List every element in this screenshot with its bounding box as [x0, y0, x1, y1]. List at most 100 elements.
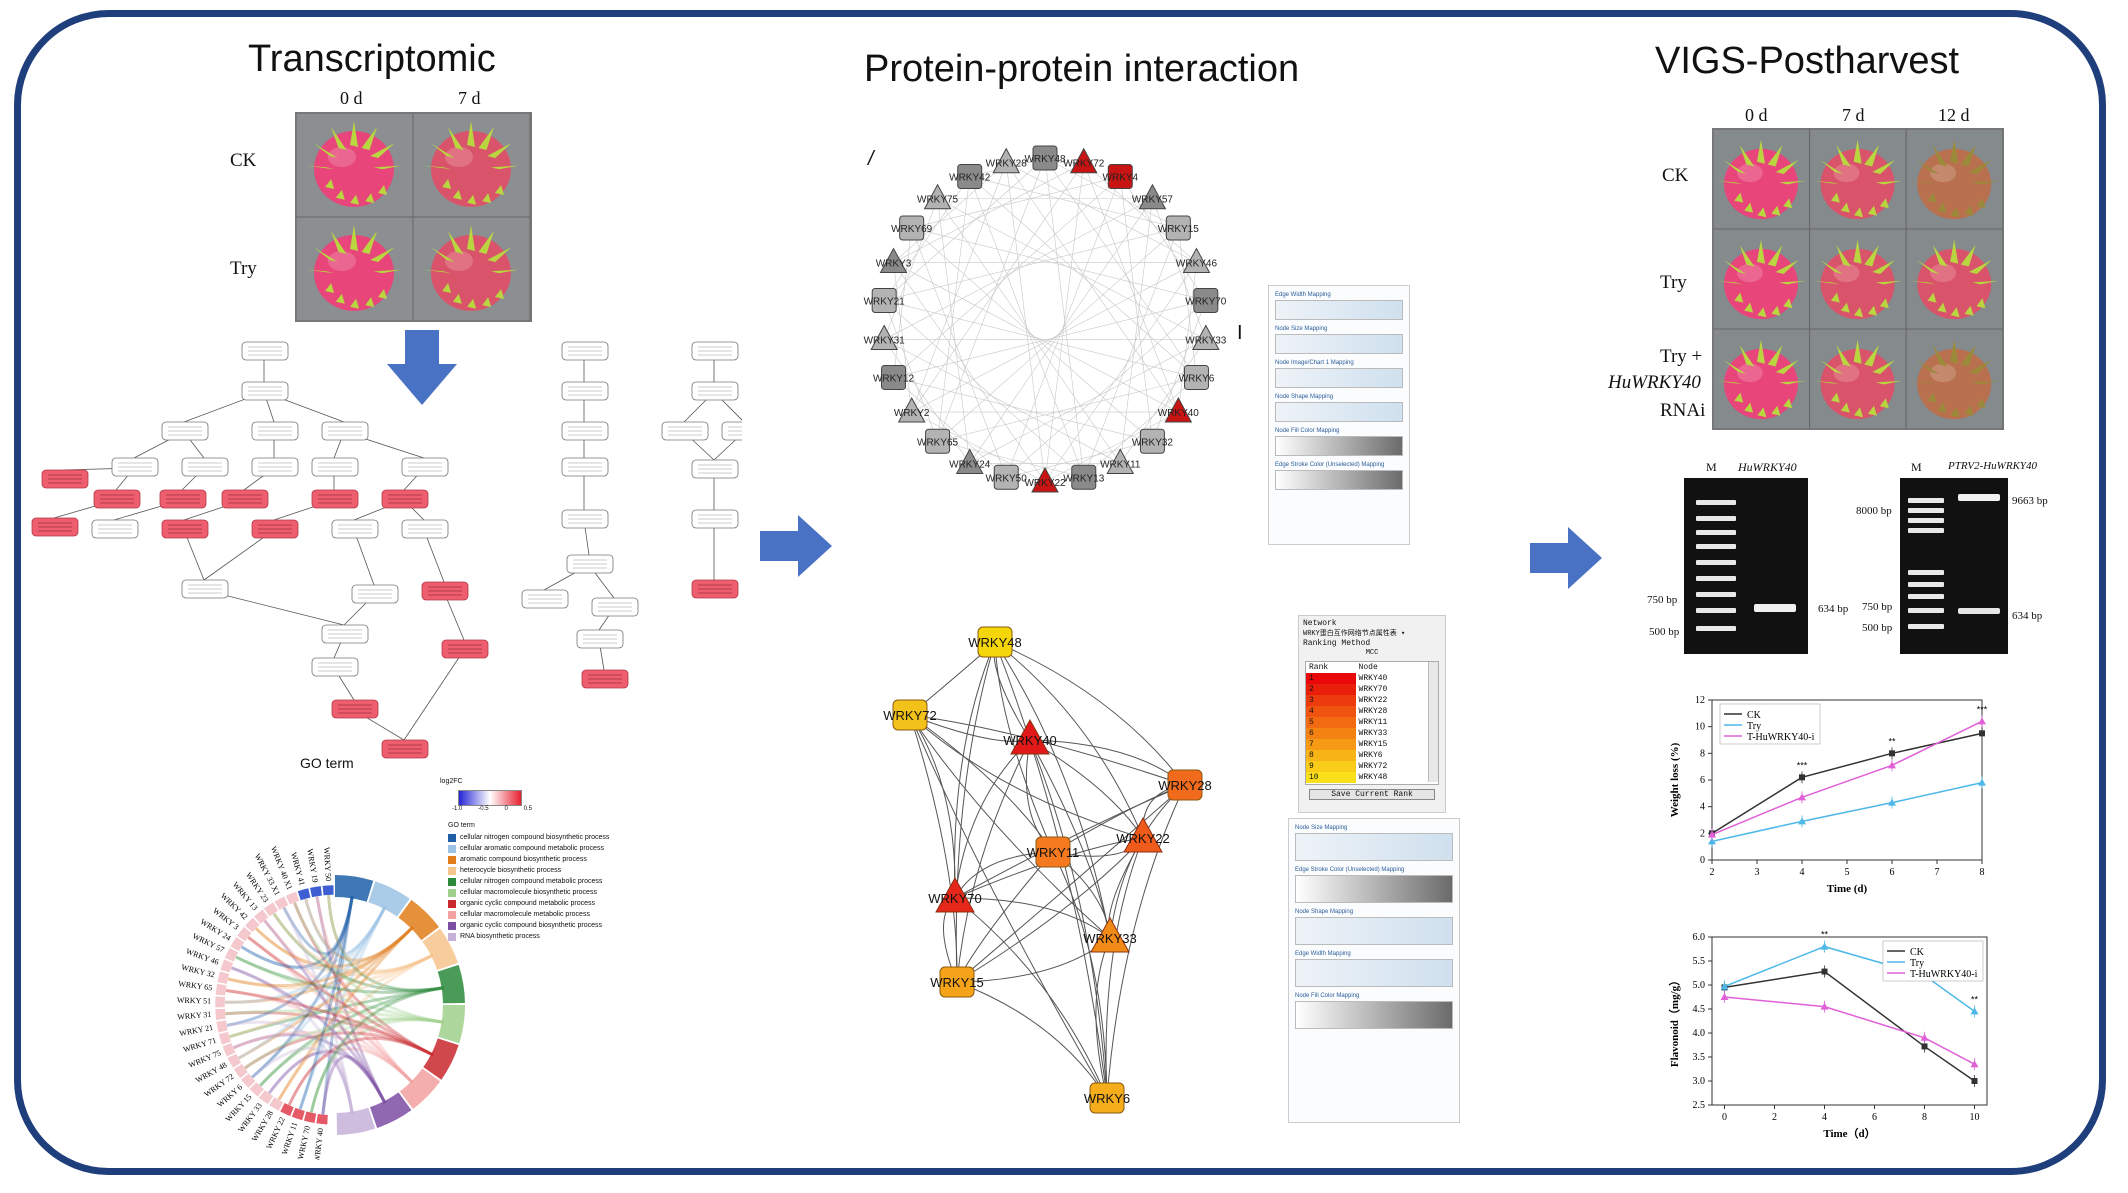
rank-cell: 10: [1306, 772, 1356, 783]
chord-term-segment: [423, 1038, 459, 1080]
legend-box: [1719, 703, 1821, 745]
gel-image: [1900, 478, 2008, 654]
save-current-rank-button[interactable]: Save Current Rank: [1309, 789, 1435, 800]
ppi-node-label: WRKY24: [949, 459, 991, 470]
ppi-edge: [1178, 262, 1197, 413]
ppi-edge: [911, 411, 1046, 483]
ppi-node-label: WRKY32: [1132, 437, 1174, 448]
ppi-hub-node: [1090, 916, 1130, 953]
right-arrow-icon: [1530, 527, 1602, 589]
chord-ribbon: [321, 1055, 387, 1115]
ppi-hub-node: [892, 699, 928, 731]
mapping-section: Node Size Mapping: [1275, 326, 1403, 354]
mapping-label: Node Fill Color Mapping: [1275, 428, 1340, 434]
ppi-node: [1071, 464, 1097, 490]
mapping-section: Node Shape Mapping: [1275, 394, 1403, 422]
ppi-node: [1031, 466, 1059, 493]
legend-swatch: [448, 833, 456, 842]
right-arrow-icon: [760, 515, 832, 577]
series-line-t-huwrky40-i: [1724, 996, 1975, 1065]
ppi-hub-node: [1035, 836, 1071, 868]
chord-gene-segment: [224, 947, 239, 963]
chord-ribbon: [227, 953, 434, 990]
ranking-method-label: Ranking Method: [1303, 639, 1371, 648]
ppi-edge: [1006, 440, 1153, 478]
chord-term-segment: [369, 1092, 412, 1128]
ranking-scrollbar[interactable]: [1428, 662, 1438, 782]
legend-swatch: [448, 910, 456, 919]
chord-ribbon: [309, 986, 444, 1113]
y-tick-label: 8: [1700, 748, 1705, 759]
ppi-edge: [1044, 157, 1179, 229]
chord-ribbon: [229, 953, 434, 1039]
chord-ribbon: [321, 896, 354, 1115]
ppi-edge: [893, 227, 912, 378]
ppi-hub-edge: [1106, 784, 1186, 1099]
ppi-node: [881, 364, 907, 390]
ppi-node: [1182, 247, 1211, 274]
ppi-node: [1193, 287, 1219, 313]
y-tick-label: 4.0: [1693, 1028, 1706, 1039]
ppi-hub-label: WRKY48: [968, 635, 1021, 650]
ppi-edge: [1120, 176, 1207, 301]
chord-ribbon: [233, 1033, 387, 1104]
colorbar-label: log2FC: [440, 778, 463, 785]
data-point: [1888, 761, 1896, 769]
row-label-gene: HuWRKY40: [1608, 372, 1701, 393]
go-legend-item: cellular nitrogen compound biosynthetic …: [448, 832, 648, 843]
ppi-hub-label: WRKY15: [930, 975, 983, 990]
day-label: 7 d: [458, 88, 481, 108]
chord-gene-segment: [219, 958, 234, 974]
y-tick-label: 3.0: [1693, 1076, 1706, 1087]
day-label: 0 d: [340, 88, 363, 108]
x-axis-label: Time（d）: [1823, 1127, 1875, 1140]
data-point: [1889, 750, 1895, 757]
chord-ribbon: [293, 902, 434, 1057]
chord-gene-segment: [233, 1063, 249, 1079]
chord-ribbon: [267, 1050, 387, 1104]
ppi-edge: [884, 227, 1179, 301]
chord-ribbon: [304, 898, 387, 956]
chord-ribbon: [259, 986, 444, 1087]
series-line-t-huwrky40-i: [1711, 720, 1983, 836]
rank-cell: 1: [1306, 673, 1356, 684]
chord-ribbon: [254, 926, 414, 968]
mapping-section: Edge Width Mapping: [1295, 951, 1453, 987]
node-cell: WRKY72: [1358, 762, 1388, 771]
chord-gene-segment: [229, 936, 245, 952]
ppi-edge: [1178, 227, 1197, 378]
row-label-ck: CK: [230, 150, 257, 171]
x-tick-label: 10: [1970, 1112, 1980, 1123]
legend-label: Try: [1910, 958, 1924, 969]
ppi-hub-edge: [1029, 739, 1108, 1099]
chord-ribbon: [298, 906, 387, 1110]
ppi-edge: [1044, 411, 1179, 483]
mapping-label: Edge Width Mapping: [1275, 292, 1331, 298]
ppi-hub-edge: [956, 837, 1144, 983]
ppi-edge: [893, 262, 1046, 483]
ppi-edge: [937, 377, 1197, 442]
mapping-label: Edge Stroke Color (Unselected) Mapping: [1275, 462, 1385, 468]
ranking-network-name[interactable]: WRKY蛋白互作网络节点属性表 ▾: [1303, 630, 1406, 638]
chord-term-segment: [422, 928, 458, 971]
ranking-method[interactable]: MCC: [1365, 649, 1379, 657]
go-term-legend: GO term cellular nitrogen compound biosy…: [448, 822, 648, 942]
y-tick-label: 5.0: [1693, 980, 1706, 991]
chord-gene-segment: [216, 970, 230, 985]
data-point: [1720, 993, 1729, 1000]
ppi-edge: [1005, 162, 1179, 413]
ppi-hub-node: [977, 626, 1013, 658]
mapping-section: Edge Stroke Color (Unselected) Mapping: [1295, 867, 1453, 903]
node-cell: WRKY33: [1358, 729, 1388, 738]
